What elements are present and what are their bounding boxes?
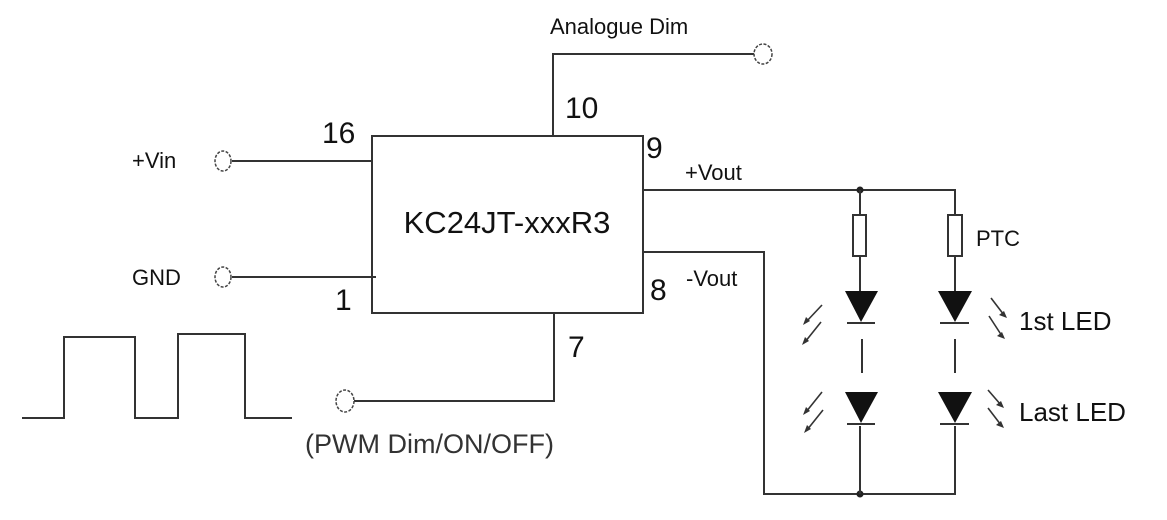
analogue-dim-wire xyxy=(552,53,754,136)
module-part-number: KC24JT-xxxR3 xyxy=(404,205,611,240)
led-branch-right: PTC 1st LED Last LED xyxy=(938,214,1126,428)
vout-pos-wire xyxy=(643,189,956,215)
pwm-terminal xyxy=(335,389,355,413)
led-left-last xyxy=(845,392,878,423)
resistor-left xyxy=(852,214,867,257)
light-arrows-right-last-icon xyxy=(987,389,1004,428)
analogue-dim-label: Analogue Dim xyxy=(550,14,688,39)
light-arrows-left-last-icon xyxy=(803,391,824,433)
resistor-ptc xyxy=(947,214,963,257)
pin-10-label: 10 xyxy=(565,92,598,125)
vout-neg-label: -Vout xyxy=(686,266,737,291)
led-left-first xyxy=(845,291,878,322)
ptc-label: PTC xyxy=(976,226,1020,251)
pwm-label: (PWM Dim/ON/OFF) xyxy=(305,429,554,459)
vout-pos-label: +Vout xyxy=(685,160,742,185)
led-branch-left xyxy=(802,190,878,494)
pin-8-label: 8 xyxy=(650,274,667,307)
pin-1-label: 1 xyxy=(335,284,352,317)
vin-label: +Vin xyxy=(132,148,176,173)
vout-neg-wire xyxy=(643,251,956,495)
gnd-terminal xyxy=(214,266,232,288)
led-right-first xyxy=(938,291,972,322)
pin-7-label: 7 xyxy=(568,331,585,364)
analogue-dim-terminal xyxy=(753,43,773,65)
pin-16-label: 16 xyxy=(322,117,355,150)
module-box xyxy=(371,135,644,314)
pwm-waveform xyxy=(22,333,292,419)
led-right-last xyxy=(938,392,972,423)
vin-terminal xyxy=(214,150,232,172)
last-led-label: Last LED xyxy=(1019,397,1126,427)
first-led-label: 1st LED xyxy=(1019,306,1112,336)
pwm-wire xyxy=(354,313,555,402)
light-arrows-right-first-icon xyxy=(988,297,1007,339)
pin-9-label: 9 xyxy=(646,132,663,165)
light-arrows-left-first-icon xyxy=(802,304,823,345)
gnd-label: GND xyxy=(132,265,181,290)
